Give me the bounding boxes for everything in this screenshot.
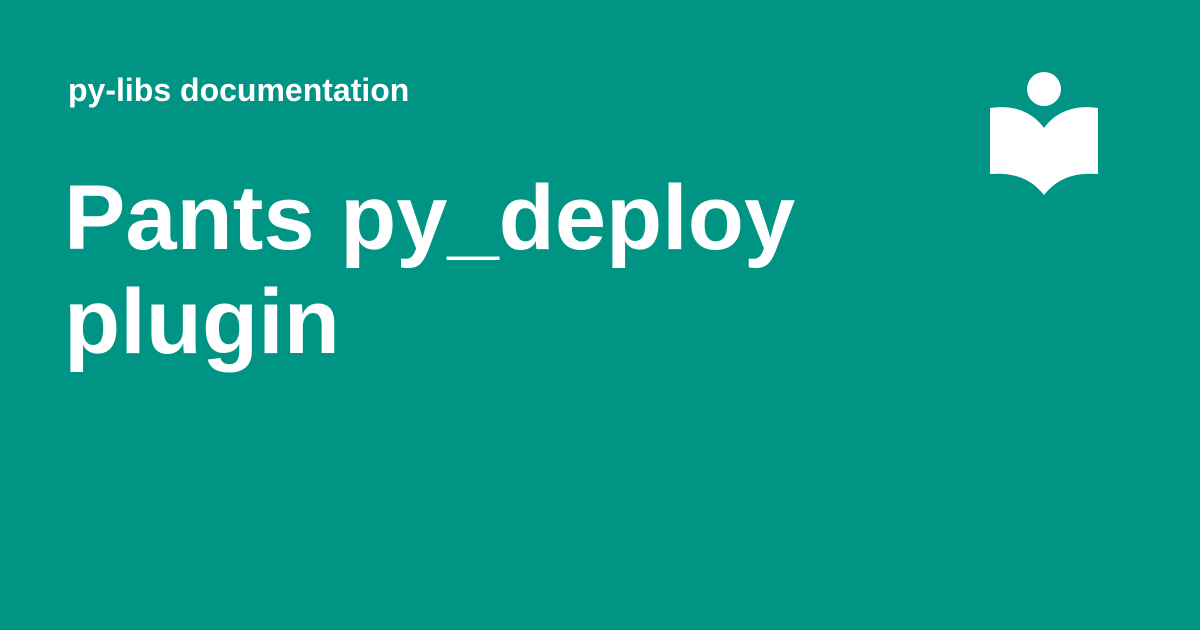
reader-book-icon [988,70,1100,198]
site-name: py-libs documentation [68,72,410,108]
page-title: Pants py_deploy plugin [64,167,796,373]
